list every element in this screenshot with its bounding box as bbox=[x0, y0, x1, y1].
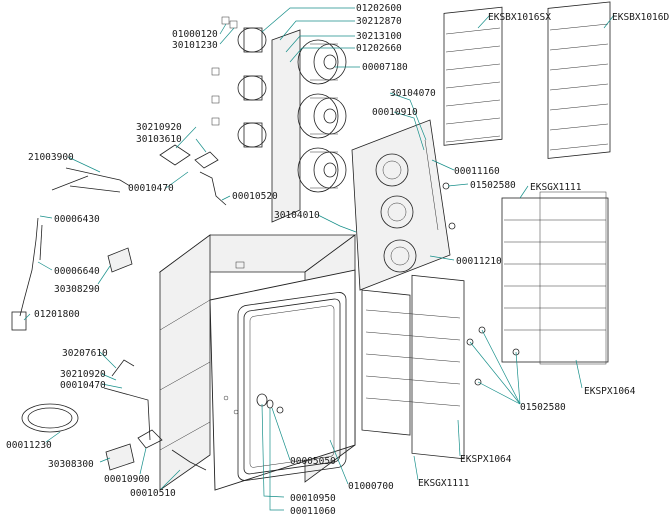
label-ekspx1064-bottom: EKSPX1064 bbox=[460, 454, 512, 465]
rack-right bbox=[501, 191, 609, 365]
label-00006640: 00006640 bbox=[54, 266, 100, 277]
label-eksgx1111-top: EKSGX1111 bbox=[530, 182, 582, 193]
small-parts bbox=[11, 144, 520, 471]
label-00010900: 00010900 bbox=[104, 474, 150, 485]
fan-motor-assembly bbox=[211, 16, 347, 223]
label-30104010: 30104010 bbox=[274, 210, 320, 221]
label-eksbx1016dx: EKSBX1016DX bbox=[612, 12, 669, 23]
label-01201800: 01201800 bbox=[34, 309, 80, 320]
part-labels: 01202600 30212870 30213100 01202660 0000… bbox=[6, 3, 669, 517]
label-00006430: 00006430 bbox=[54, 214, 100, 225]
label-00007180: 00007180 bbox=[362, 62, 408, 73]
label-ekspx1064-right: EKSPX1064 bbox=[584, 386, 636, 397]
label-30210920-bottom: 30210920 bbox=[60, 369, 106, 380]
label-01502580-bottom: 01502580 bbox=[520, 402, 566, 413]
label-00011210: 00011210 bbox=[456, 256, 502, 267]
label-01202600: 01202600 bbox=[356, 3, 402, 14]
label-30308290: 30308290 bbox=[54, 284, 100, 295]
label-30308300: 30308300 bbox=[48, 459, 94, 470]
label-00010950: 00010950 bbox=[290, 493, 336, 504]
label-00010510: 00010510 bbox=[130, 488, 176, 499]
label-30103610: 30103610 bbox=[136, 134, 182, 145]
label-30210920-top: 30210920 bbox=[136, 122, 182, 133]
label-01000700: 01000700 bbox=[348, 481, 394, 492]
label-01000120: 01000120 bbox=[172, 29, 218, 40]
label-eksgx1111-bottom: EKSGX1111 bbox=[418, 478, 470, 489]
label-30207610: 30207610 bbox=[62, 348, 108, 359]
label-30213100: 30213100 bbox=[356, 31, 402, 42]
label-00010910: 00010910 bbox=[372, 107, 418, 118]
label-01502580-top: 01502580 bbox=[470, 180, 516, 191]
label-21003900: 21003900 bbox=[28, 152, 74, 163]
rack-top-right bbox=[547, 1, 611, 159]
label-00011230: 00011230 bbox=[6, 440, 52, 451]
label-00005050: 00005050 bbox=[290, 456, 336, 467]
rack-front bbox=[361, 274, 465, 460]
baffle-plate bbox=[351, 119, 451, 291]
label-00010470-bottom: 00010470 bbox=[60, 380, 106, 391]
oven-cavity bbox=[158, 234, 357, 491]
label-00011060: 00011060 bbox=[290, 506, 336, 517]
leader-lines bbox=[23, 7, 615, 511]
label-00010470-top: 00010470 bbox=[128, 183, 174, 194]
rack-top-left bbox=[443, 6, 503, 146]
label-00011160: 00011160 bbox=[454, 166, 500, 177]
label-30212870: 30212870 bbox=[356, 16, 402, 27]
label-01202660: 01202660 bbox=[356, 43, 402, 54]
label-eksbx1016sx: EKSBX1016SX bbox=[488, 12, 551, 23]
label-30101230: 30101230 bbox=[172, 40, 218, 51]
label-30104070: 30104070 bbox=[390, 88, 436, 99]
label-00010520: 00010520 bbox=[232, 191, 278, 202]
